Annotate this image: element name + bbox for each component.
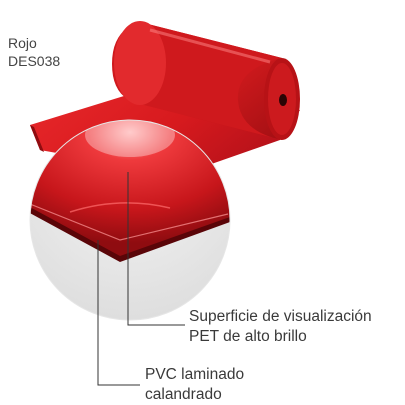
magnifier-lens <box>30 120 230 320</box>
leader-lines <box>97 172 185 386</box>
surface-label-line2: PET de alto brillo <box>189 328 307 345</box>
surface-layer-label: Superficie de visualización PET de alto … <box>189 307 372 347</box>
swatch-code: DES038 <box>8 53 61 69</box>
roll-core-hole <box>279 94 287 106</box>
pvc-layer-label: PVC laminado calandrado <box>145 365 244 405</box>
material-roll <box>112 21 300 140</box>
pvc-leader-line <box>97 240 140 386</box>
pvc-label-line1: PVC laminado <box>145 366 245 383</box>
lens-outline <box>29 119 231 321</box>
swatch-label: Rojo DES038 <box>8 34 60 70</box>
surface-label-line1: Superficie de visualización <box>189 308 372 325</box>
pvc-label-line2: calandrado <box>145 386 222 403</box>
swatch-color-name: Rojo <box>8 35 37 51</box>
surface-leader-line <box>127 172 185 326</box>
